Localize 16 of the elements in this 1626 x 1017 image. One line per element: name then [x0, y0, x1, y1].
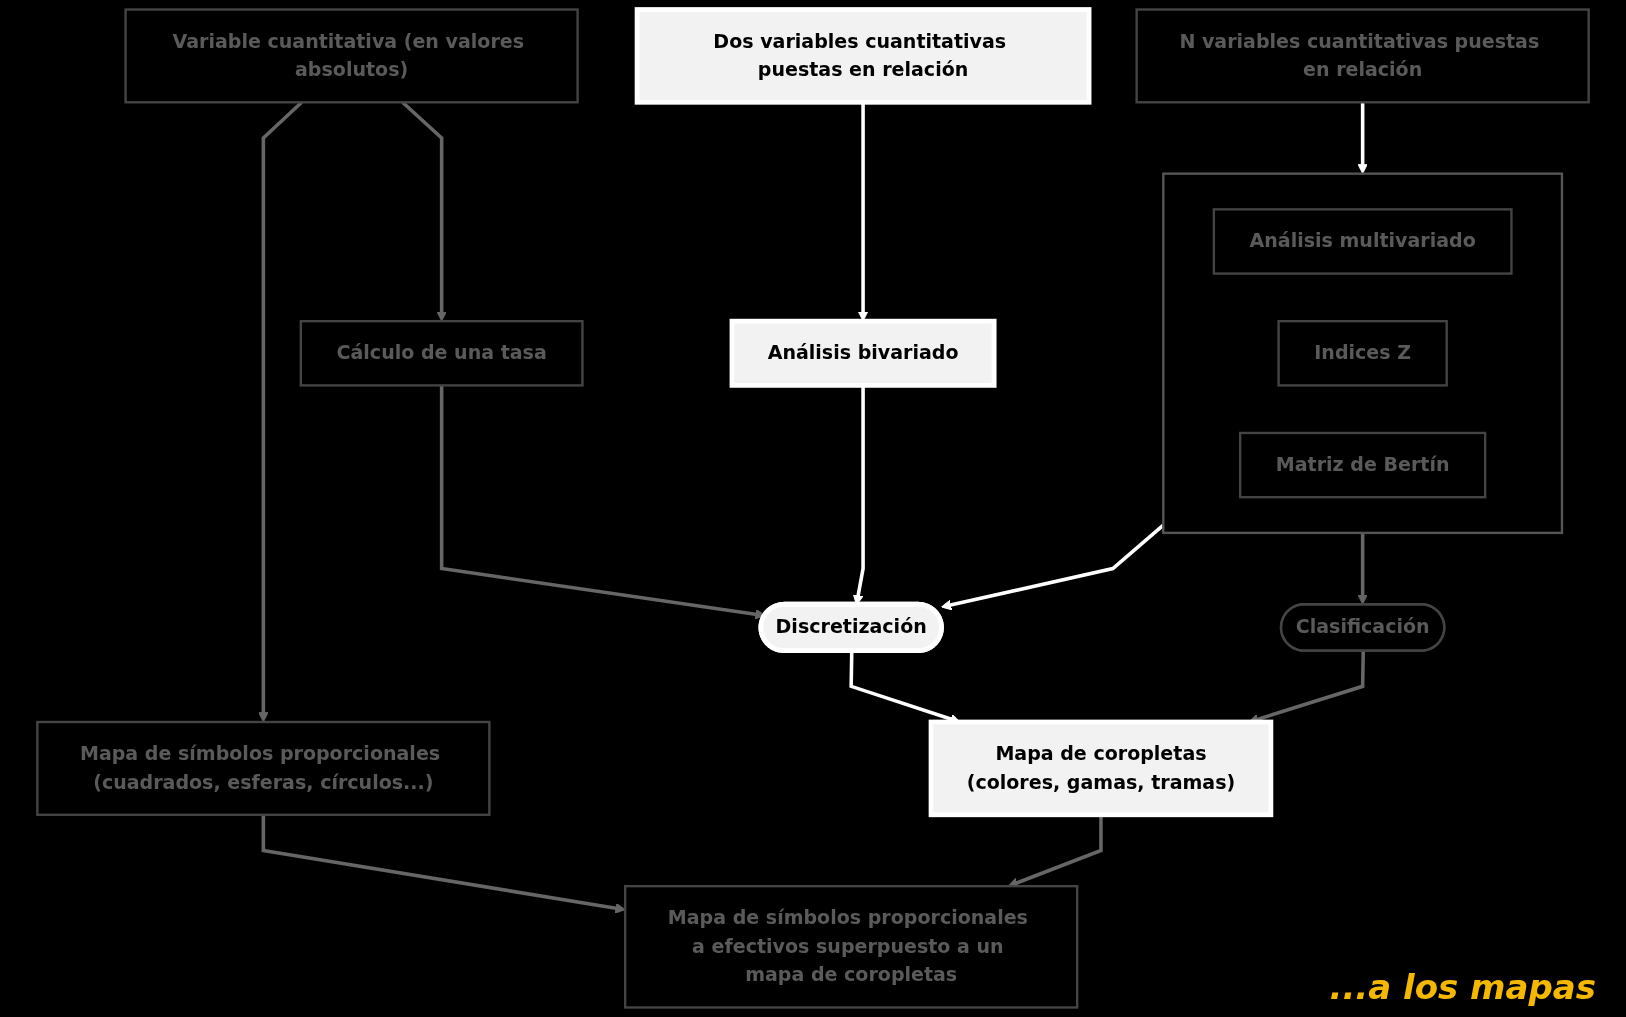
node-box: Indices Z	[1277, 319, 1448, 387]
node-box: Mapa de símbolos proporcionales (cuadrados, esferas, círculos...)	[36, 720, 491, 816]
arrow	[261, 814, 626, 914]
node-box: Análisis multivariado	[1212, 208, 1513, 275]
node-box: Mapa de coropletas (colores, gamas, tramas)	[928, 719, 1274, 818]
node-box: N variables cuantitativas puestas en relación	[1135, 8, 1590, 104]
node-box: Mapa de símbolos proporcionales a efectivos superpuesto a un mapa de coropletas	[623, 884, 1079, 1009]
node-box: Cálculo de una tasa	[299, 319, 584, 387]
node-box: Análisis bivariado	[729, 318, 997, 388]
cluster	[1162, 172, 1564, 535]
node-box: Matriz de Bertín	[1238, 431, 1487, 499]
node-box: Variable cuantitativa (en valores absolutos)	[124, 8, 579, 104]
arrow	[941, 523, 1165, 611]
node-box: Dos variables cuantitativas puestas en relación	[634, 7, 1092, 105]
arrow	[1357, 532, 1368, 605]
note-text: ...a los mapas	[1329, 967, 1596, 1007]
